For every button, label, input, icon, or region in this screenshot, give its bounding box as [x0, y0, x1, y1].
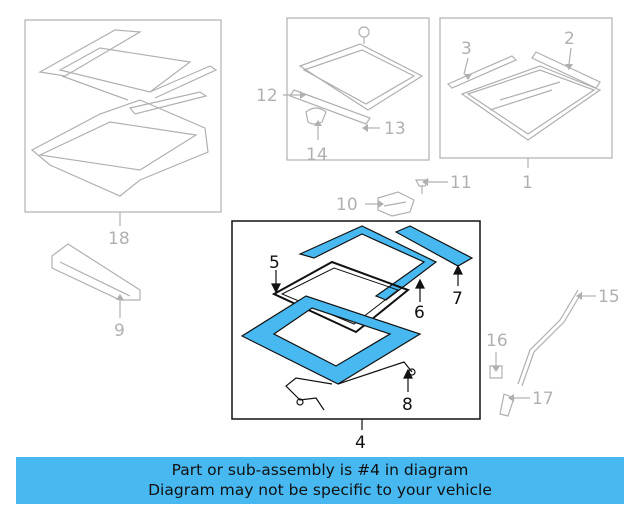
clip-14: [305, 107, 327, 125]
harness-8: [285, 361, 413, 411]
upper-frame-6: [298, 225, 438, 301]
motor-10: [377, 191, 415, 217]
seal-2: [531, 51, 601, 89]
callout-14: 14: [306, 145, 328, 165]
roof-panel-box: [24, 19, 222, 213]
callout-15: 15: [598, 287, 620, 307]
rear-rail-7: [394, 225, 474, 267]
assembly-leaders: [271, 264, 463, 430]
drain-tube-15: [517, 289, 579, 385]
sunshade-rail: [289, 89, 371, 125]
callout-4: 4: [355, 433, 366, 453]
callout-1: 1: [522, 173, 533, 193]
bracket-9: [51, 243, 141, 301]
callout-2: 2: [564, 29, 575, 49]
seal-5: [271, 260, 410, 334]
glass-panel: [460, 65, 602, 141]
callout-9: 9: [114, 321, 125, 341]
callout-labels: 1 2 3 4 5 6 7 8 9 10 11 12 13 14 15 16 1…: [108, 29, 620, 453]
sunshade-group: [283, 17, 430, 161]
callout-6: 6: [414, 303, 425, 323]
roof-panel-group: [24, 19, 222, 213]
callout-8: 8: [402, 395, 413, 415]
screw-11: [415, 179, 429, 187]
callout-5: 5: [269, 253, 280, 273]
callout-7: 7: [452, 289, 463, 309]
motor-group: [365, 179, 448, 217]
callout-10: 10: [336, 195, 358, 215]
roof-panel-outer: [30, 99, 209, 197]
callout-18: 18: [108, 229, 130, 249]
callout-16: 16: [486, 331, 508, 351]
callout-11: 11: [450, 173, 472, 193]
callout-13: 13: [384, 119, 406, 139]
sunshade-panel: [298, 43, 424, 111]
banner-line-1: Part or sub-assembly is #4 in diagram: [171, 461, 469, 479]
callout-17: 17: [532, 389, 554, 409]
info-banner: Part or sub-assembly is #4 in diagram Di…: [16, 457, 624, 504]
ghost-arrowheads: [116, 64, 582, 402]
glass-group: [439, 17, 613, 168]
callout-12: 12: [256, 86, 278, 106]
main-frame: [240, 295, 422, 385]
banner-line-2: Diagram may not be specific to your vehi…: [148, 481, 492, 499]
callout-3: 3: [461, 39, 472, 59]
frame-assembly-box: [231, 220, 481, 420]
frame-assembly-4: [240, 225, 474, 411]
glass-box: [439, 17, 613, 159]
sunshade-box: [286, 17, 430, 161]
seal-3: [446, 55, 518, 89]
roof-panel-upper-rail: [38, 29, 142, 77]
bracket-9-group: [51, 243, 141, 318]
